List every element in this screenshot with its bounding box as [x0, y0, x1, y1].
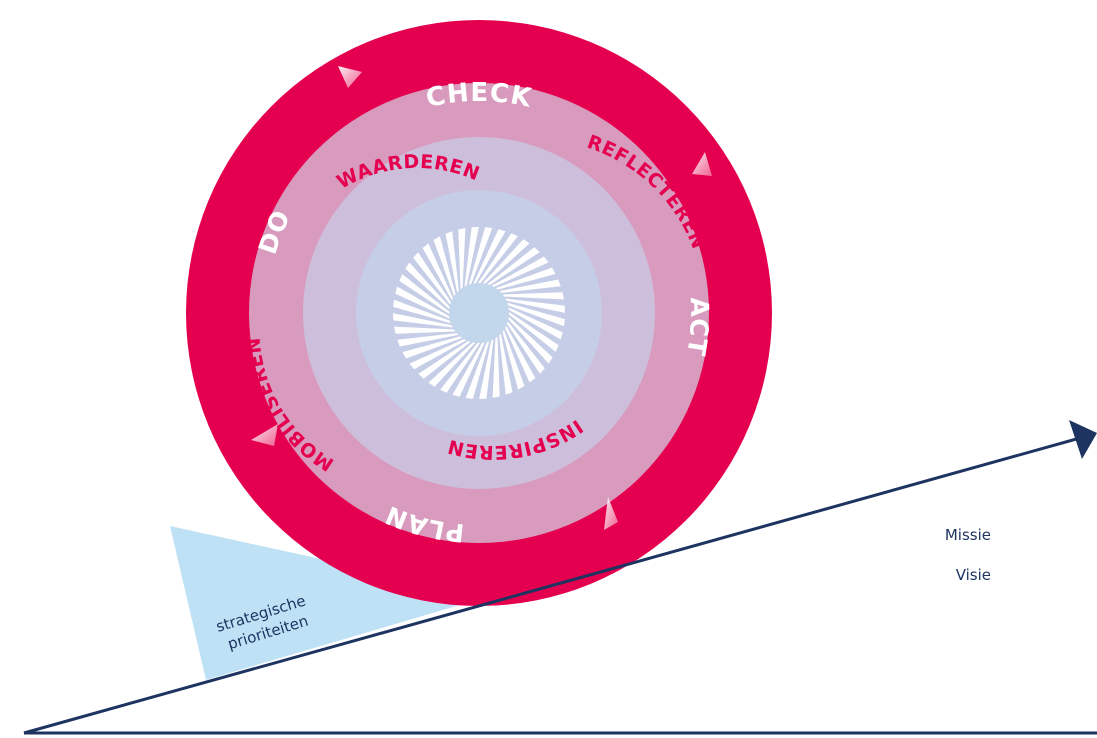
sunburst-ray [507, 321, 545, 374]
sunburst-ray [413, 252, 451, 305]
sunburst-ray [491, 256, 549, 287]
sunburst-ray [502, 292, 564, 300]
center-disc [449, 283, 509, 343]
sunburst-ray [464, 227, 479, 287]
sunburst-ray [393, 299, 451, 324]
rotation-arrow-icon [692, 152, 712, 176]
sunburst-ray [405, 262, 450, 310]
sunburst-ray [499, 333, 513, 395]
sunburst-ray [395, 286, 450, 319]
sunburst-ray [399, 274, 449, 314]
sunburst-ray [482, 239, 530, 284]
sunburst-ray [397, 333, 459, 347]
arrowhead-icon [1069, 420, 1097, 459]
slope-arrow-line [23, 436, 1081, 735]
sunburst-ray [492, 336, 500, 398]
sunburst-ray [394, 326, 456, 334]
sunburst-ray [495, 267, 556, 290]
rotation-arrow-icon [338, 66, 362, 88]
sunburst-ray [505, 325, 536, 383]
sunburst-ray [473, 229, 506, 284]
sunburst-ray [487, 247, 540, 285]
mission-label: Missie [945, 526, 991, 544]
sunburst-ray [440, 343, 480, 393]
sunburst-ray [393, 313, 453, 328]
sunburst-ray [502, 329, 525, 390]
sunburst-ray [422, 243, 453, 301]
sunburst-ray [499, 279, 561, 293]
sunburst-ray [428, 342, 476, 387]
rotation-arrows [251, 66, 712, 530]
sunburst-ray [409, 339, 467, 370]
sunburst-ray [445, 231, 459, 293]
sunburst-ray [402, 336, 463, 359]
vision-label: Visie [956, 566, 991, 584]
sunburst-center [393, 227, 565, 399]
rotation-arrow-icon [604, 497, 618, 530]
sunburst-ray [505, 298, 565, 313]
rotation-arrow-icon [251, 424, 278, 446]
sunburst-ray [465, 341, 490, 399]
sunburst-ray [479, 339, 494, 399]
sunburst-ray [433, 236, 456, 297]
sunburst-ray [452, 342, 485, 397]
sunburst-ray [508, 316, 553, 364]
sunburst-ray [468, 227, 493, 285]
sunburst-ray [508, 307, 563, 340]
sunburst-ray [478, 233, 518, 283]
pdca-wheel: CHECK ACT PLAN DO WAARDEREN REFLECTEREN … [186, 20, 772, 606]
sunburst-ray [509, 312, 559, 352]
label-check: CHECK [424, 78, 535, 114]
sunburst-ray [458, 228, 466, 290]
sunburst-ray [507, 302, 565, 327]
sunburst-ray [418, 341, 471, 379]
strategic-priorities-wedge [170, 526, 490, 680]
label-act: ACT [681, 297, 714, 359]
